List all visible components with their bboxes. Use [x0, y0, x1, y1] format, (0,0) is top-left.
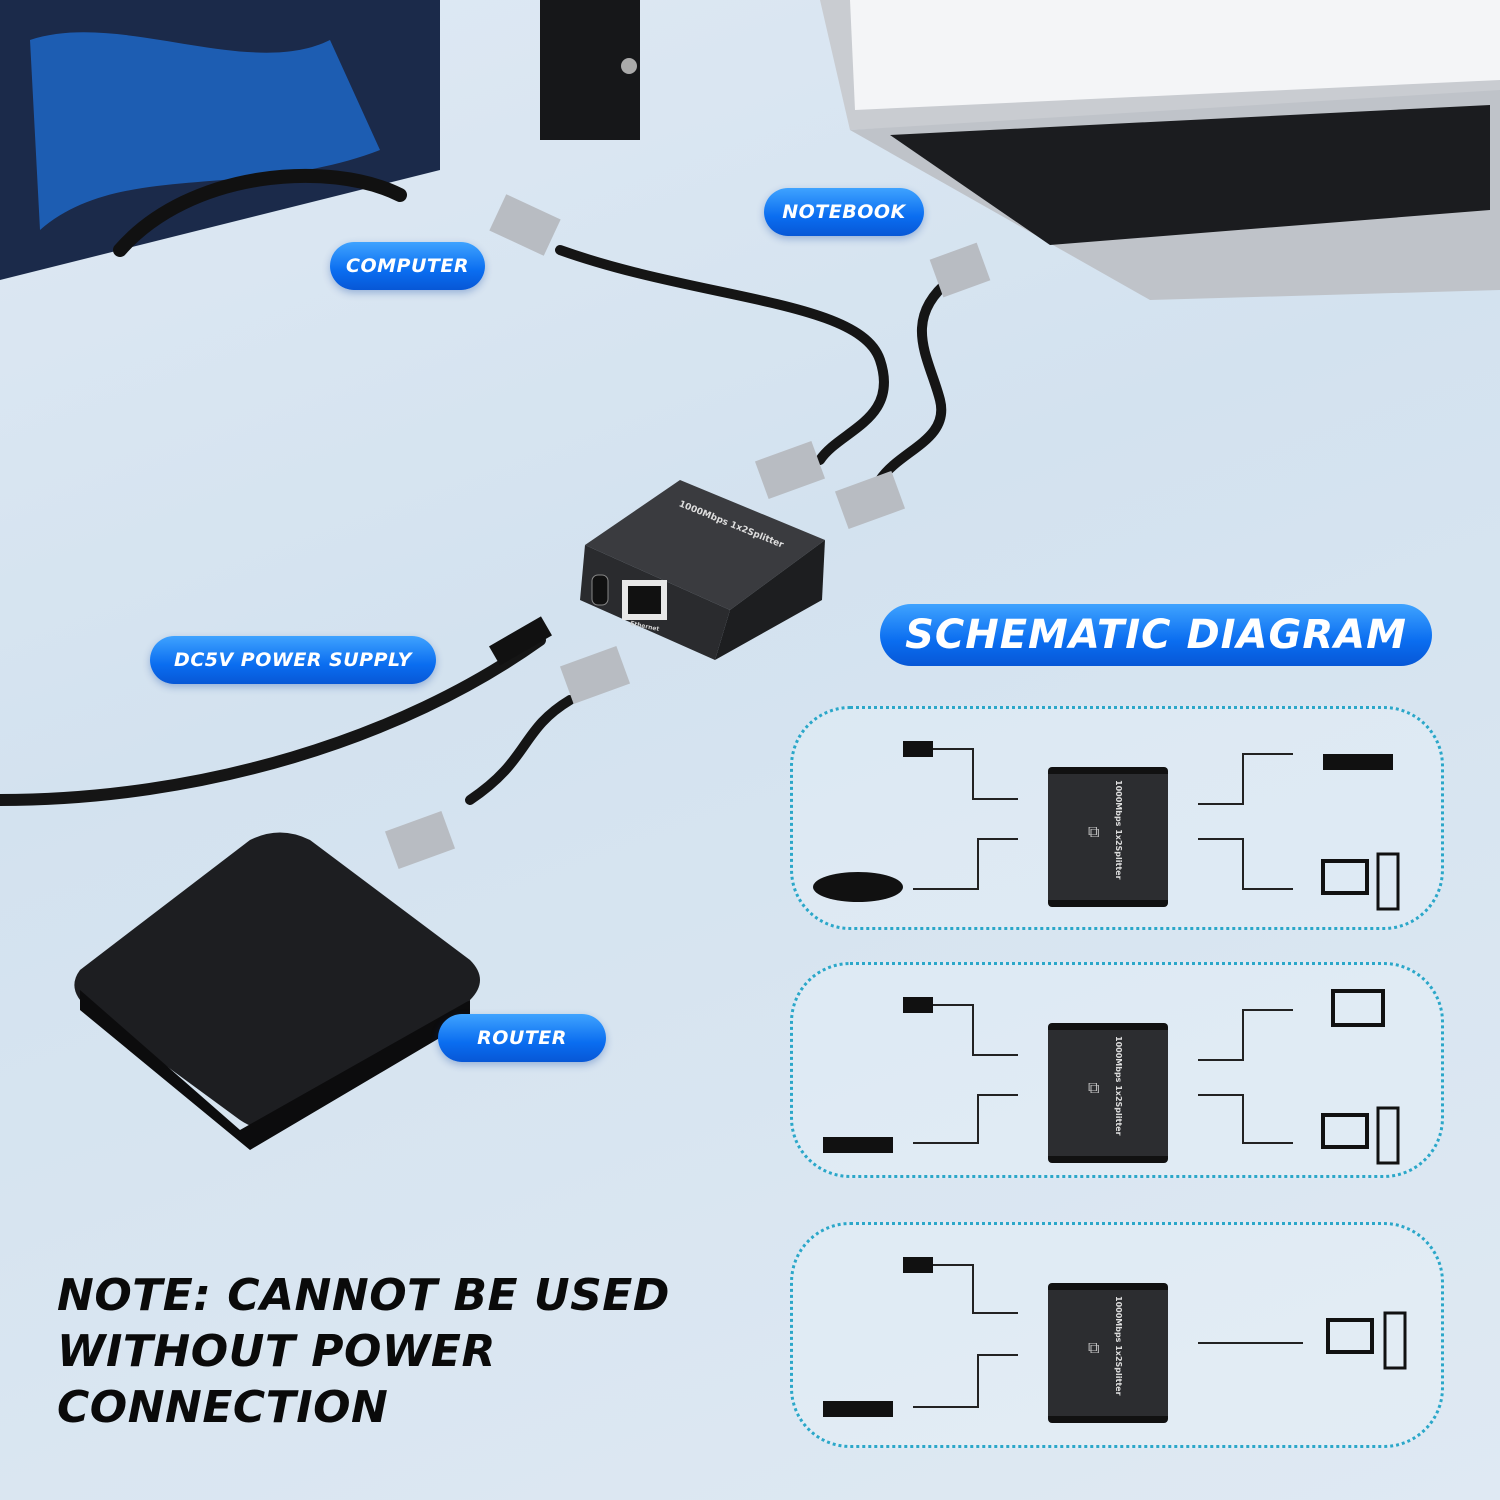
power-note: NOTE: CANNOT BE USED WITHOUT POWER CONNE…: [57, 1268, 670, 1436]
schematic-panel-3: 1000Mbps 1x2Splitter ⧉: [790, 1222, 1444, 1448]
cables: [0, 245, 955, 806]
rj45-connectors: [384, 194, 991, 870]
note-line-3: CONNECTION: [57, 1382, 389, 1433]
notebook-icon: [813, 872, 903, 902]
network-icon: ⧉: [1088, 1338, 1100, 1357]
desktop-icon: [1321, 1113, 1369, 1149]
pc-tower: [540, 0, 640, 140]
splitter-icon: 1000Mbps 1x2Splitter ⧉: [1048, 1023, 1168, 1163]
label-power-supply: DC5V POWER SUPPLY: [150, 636, 436, 684]
splitter-icon: 1000Mbps 1x2Splitter ⧉: [1048, 767, 1168, 907]
splitter-label: 1000Mbps 1x2Splitter: [1114, 780, 1123, 880]
desktop-icon: [1321, 859, 1369, 895]
schematic-panel-2: 1000Mbps 1x2Splitter ⧉: [790, 962, 1444, 1178]
desktop-icon: [1326, 1318, 1374, 1354]
router-icon: [1323, 754, 1393, 770]
panel-2-wiring: [823, 989, 1400, 1165]
label-router: ROUTER: [438, 1014, 606, 1062]
panel-3-wiring: [823, 1257, 1407, 1417]
monitor: [0, 0, 440, 280]
panel-1-wiring: [813, 741, 1400, 911]
splitter-label: 1000Mbps 1x2Splitter: [1114, 1296, 1123, 1396]
router-box: [74, 832, 480, 1150]
schematic-title: SCHEMATIC DIAGRAM: [880, 604, 1432, 666]
usb-plug-icon: [903, 997, 933, 1013]
schematic-panel-1: 1000Mbps 1x2Splitter ⧉: [790, 706, 1444, 930]
note-line-2: WITHOUT POWER: [57, 1326, 496, 1377]
splitter-icon: 1000Mbps 1x2Splitter ⧉: [1048, 1283, 1168, 1423]
router-icon: [823, 1137, 893, 1153]
splitter-label: 1000Mbps 1x2Splitter: [1114, 1036, 1123, 1136]
laptop: [820, 0, 1500, 300]
laptop-icon: [1331, 989, 1385, 1027]
note-line-1: NOTE: CANNOT BE USED: [57, 1270, 670, 1321]
network-icon: ⧉: [1088, 1078, 1100, 1097]
usb-plug-icon: [903, 741, 933, 757]
usb-plug-icon: [903, 1257, 933, 1273]
router-icon: [823, 1401, 893, 1417]
splitter-device: [580, 480, 825, 660]
label-computer: COMPUTER: [330, 242, 485, 290]
label-notebook: NOTEBOOK: [764, 188, 924, 236]
network-icon: ⧉: [1088, 822, 1100, 841]
